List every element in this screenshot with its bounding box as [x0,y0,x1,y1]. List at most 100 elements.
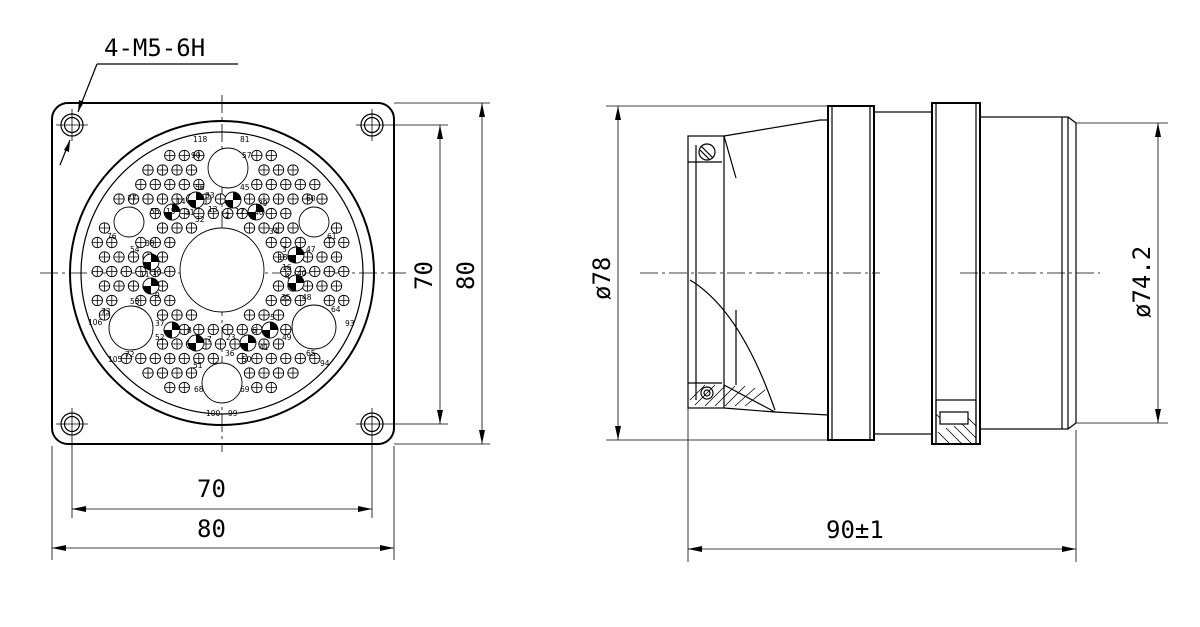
contact-pin-cross [179,324,190,335]
pin-label: 49 [282,333,292,342]
contact-pin-cross [266,353,277,364]
thread-callout-label: 4-M5-6H [104,34,205,62]
contact-pin-cross [251,324,262,335]
contact-pin-cross [258,367,270,379]
dim-hole-spacing-vertical: 70 [410,261,438,290]
pin-label: 36 [225,349,235,358]
contact-pin-cross [338,266,349,277]
contact-pin-cross [309,179,320,190]
contact-pin-cross [295,295,306,306]
contact-pin-cross [316,251,328,263]
contact-pin-cross [179,179,190,190]
contact-pin-cross [258,338,270,350]
contact-pin-cross [287,367,299,379]
cavity-lower-right [291,304,337,350]
contact-pin-cross [208,208,219,219]
contact-pin-cross [295,266,306,277]
contact-pin-cross [92,237,103,248]
cavity-upper-left [113,206,145,238]
pin-label: 11 [140,270,150,279]
contact-pin-cross [287,164,299,176]
dim-hole-spacing-horizontal: 70 [197,475,226,503]
flange-outline [51,102,395,445]
pin-label: 90 [191,151,201,160]
contact-pin-cross [157,222,168,234]
outer-diameter-dimension: ø78 [588,105,830,441]
pin-label: 10 [152,268,162,277]
pin-label: 55 [150,207,160,216]
contact-pin-cross [179,382,190,393]
contact-pin-cross [106,237,117,248]
marked-contact-quadrant [288,255,296,263]
contact-pin-cross [128,193,139,205]
contact-pin-cross [222,208,233,219]
pin-label: 53 [130,297,140,306]
marked-contact-quadrant [188,343,196,351]
pin-label: 16 [282,263,292,272]
side-view: ø78 ø74.2 90±1 [588,102,1168,562]
contact-pin-cross [266,179,277,190]
cavity-lower-left [108,305,154,351]
thread-callout: 4-M5-6H [59,34,238,166]
pin-label: 76 [107,232,117,241]
contact-pin-cross [309,353,320,364]
cavity-bottom [201,362,243,404]
pin-label: 14 [176,197,186,206]
contact-pin-cross [164,150,175,161]
contact-pin-cross [193,324,204,335]
contact-pin-cross [295,179,306,190]
pin-label: 94 [320,359,330,368]
contact-pin-cross [324,266,335,277]
pin-label: 41 [259,343,269,352]
contact-pin-cross [208,324,219,335]
marked-contact-quadrant [270,322,278,330]
pin-label: 57 [242,151,252,160]
pin-label: 34 [269,227,279,236]
contact-pin-cross [273,222,284,234]
contact-pin-cross [150,353,161,364]
pin-label: 52 [155,333,165,342]
contact-pin-cross [280,208,291,219]
pin-label: 18 [278,253,288,262]
marked-contact-quadrant [296,275,304,283]
contact-pin-cross [171,164,183,176]
contact-pin-cross [150,295,161,306]
contact-pin-cross [106,266,117,277]
contact-pin-cross [273,280,284,292]
contact-pin-cross [128,251,139,263]
contact-pin-cross [324,237,335,248]
contact-pin-cross [331,222,342,234]
contact-pin-cross [121,266,132,277]
marked-contact-quadrant [172,322,180,330]
contact-pin-cross [157,164,168,176]
front-vertical-dimensions: 70 80 [388,102,490,445]
contact-pin-cross [142,193,154,205]
dim-outer-diameter: ø78 [588,257,616,300]
pin-label: 118 [193,135,208,144]
contact-pin-cross [113,193,125,205]
mating-shell [979,116,1077,430]
mounting-holes [56,109,388,440]
marked-contact-quadrant [151,254,159,262]
contact-pin-cross [92,266,103,277]
marked-contact-quadrant [143,262,151,270]
contact-pin-cross [186,367,197,379]
contact-pin-cross [186,309,197,321]
contact-pin-cross [99,222,110,234]
contact-pin-cross [273,367,284,379]
contact-pin-cross [142,367,154,379]
dim-flange-width: 80 [197,515,226,543]
contact-pin-cross [280,179,291,190]
pin-label: 105 [108,355,123,364]
contact-pin-cross [171,338,183,350]
pin-label: 61 [327,232,337,241]
contact-pin-cross [157,367,168,379]
contact-pin-cross [142,164,154,176]
contact-pin-cross [251,150,262,161]
pin-label: 29 [258,199,268,208]
length-dimension: 90±1 [687,408,1077,562]
contact-pin-cross [237,208,248,219]
pin-label: 9 [155,291,160,300]
contact-pin-cross [150,208,161,219]
